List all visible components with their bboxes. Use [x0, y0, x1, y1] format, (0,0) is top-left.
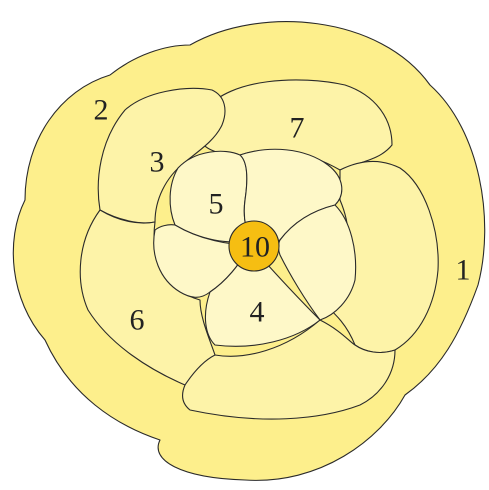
label-5: 5	[209, 188, 224, 221]
label-6: 6	[130, 304, 145, 337]
label-7: 7	[290, 112, 305, 145]
label-2: 2	[94, 94, 109, 127]
label-3: 3	[150, 146, 165, 179]
label-center: 10	[240, 231, 270, 264]
label-1: 1	[456, 254, 471, 287]
label-4: 4	[250, 296, 265, 329]
